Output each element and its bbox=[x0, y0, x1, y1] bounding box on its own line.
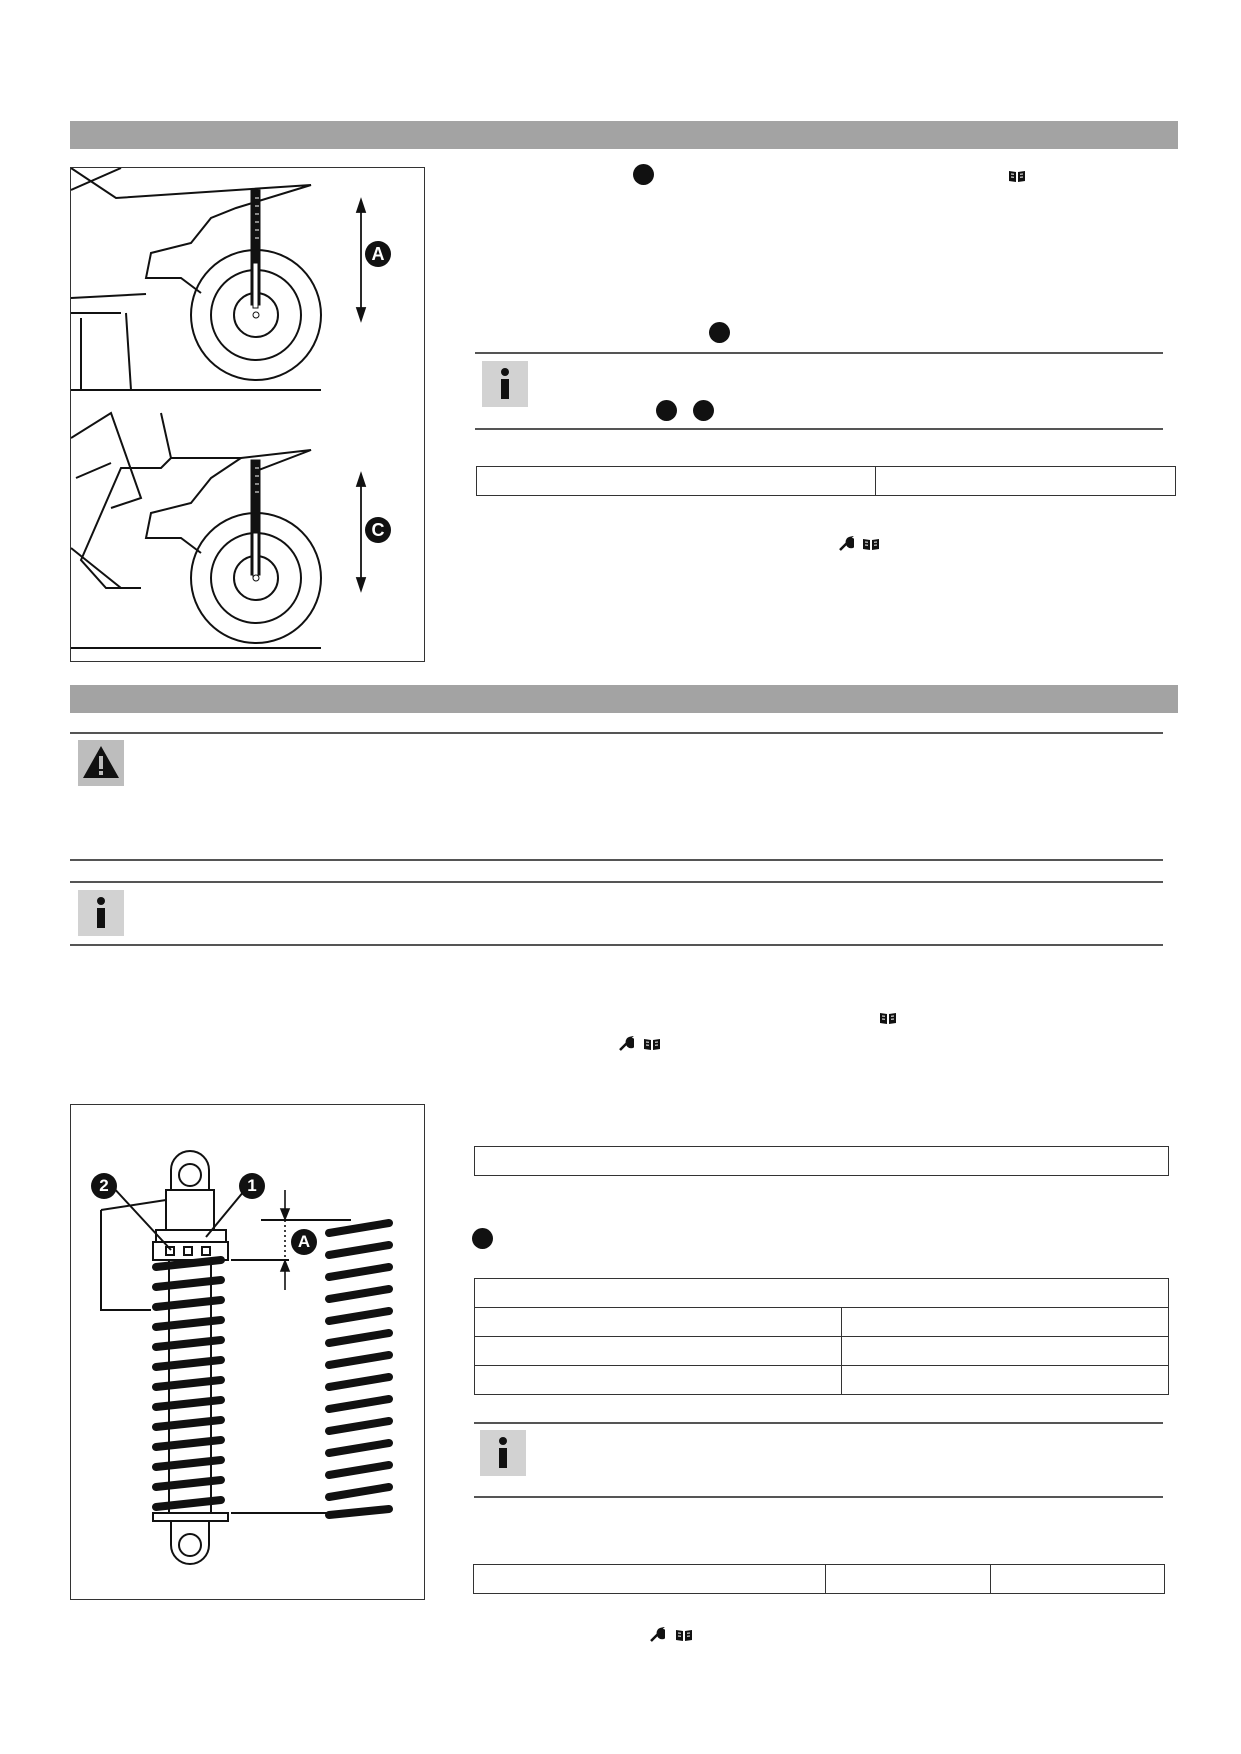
wrench-icon[interactable] bbox=[618, 1036, 634, 1052]
table-row bbox=[474, 1365, 1169, 1395]
manual-book-icon[interactable] bbox=[675, 1629, 693, 1642]
shock-absorber-illustration bbox=[100, 1150, 393, 1565]
table-cell bbox=[841, 1336, 1169, 1366]
spec-table-spring-preload bbox=[474, 1278, 1169, 1395]
info-icon bbox=[482, 361, 528, 407]
table-cell bbox=[841, 1365, 1169, 1395]
warning-divider-bottom bbox=[70, 859, 1163, 861]
table-header-cell bbox=[474, 1278, 1169, 1308]
manual-book-icon[interactable] bbox=[643, 1038, 661, 1051]
step-bullet-icon bbox=[472, 1228, 493, 1249]
callout-2: 2 bbox=[91, 1173, 117, 1199]
figure-shock-spring-preload: 1 2 A bbox=[70, 1104, 425, 1600]
table-row bbox=[474, 1336, 1169, 1366]
table-cell bbox=[474, 1336, 842, 1366]
note-divider-top bbox=[70, 881, 1163, 883]
table-cell bbox=[875, 466, 1176, 496]
info-icon bbox=[480, 1430, 526, 1476]
spec-table-spring-length bbox=[474, 1146, 1169, 1176]
manual-book-icon[interactable] bbox=[879, 1012, 897, 1025]
step-bullet-icon bbox=[693, 400, 714, 421]
table-row bbox=[473, 1564, 1165, 1594]
table-cell bbox=[990, 1564, 1165, 1594]
note-divider-top bbox=[474, 1422, 1163, 1424]
wrench-icon[interactable] bbox=[838, 536, 854, 552]
section-header-bar-rider-sag bbox=[70, 121, 1178, 149]
table-row bbox=[474, 1146, 1169, 1176]
table-cell bbox=[474, 1365, 842, 1395]
table-cell bbox=[476, 466, 876, 496]
figure-rear-sag-measurement: A C bbox=[70, 167, 425, 662]
table-row bbox=[474, 1278, 1169, 1308]
manual-book-icon[interactable] bbox=[862, 538, 880, 551]
motorcycle-sag-illustration bbox=[71, 168, 367, 649]
table-row bbox=[474, 1307, 1169, 1337]
note-divider-bottom bbox=[475, 428, 1163, 430]
label-dimension-a: A bbox=[291, 1229, 317, 1255]
step-bullet-icon bbox=[633, 164, 654, 185]
spec-table-spring-rate bbox=[473, 1564, 1165, 1594]
note-divider-bottom bbox=[474, 1496, 1163, 1498]
step-bullet-icon bbox=[656, 400, 677, 421]
table-cell bbox=[473, 1564, 826, 1594]
note-divider-bottom bbox=[70, 944, 1163, 946]
info-icon bbox=[78, 890, 124, 936]
table-row bbox=[476, 466, 1176, 496]
section-header-bar-spring-preload bbox=[70, 685, 1178, 713]
wrench-icon[interactable] bbox=[649, 1627, 665, 1643]
warning-divider-top bbox=[70, 732, 1163, 734]
manual-book-icon[interactable] bbox=[1008, 170, 1026, 183]
table-cell bbox=[841, 1307, 1169, 1337]
warning-icon bbox=[78, 740, 124, 786]
table-cell bbox=[474, 1146, 1169, 1176]
callout-1: 1 bbox=[239, 1173, 265, 1199]
spec-table-sag bbox=[476, 466, 1176, 496]
step-bullet-icon bbox=[709, 322, 730, 343]
label-dimension-a: A bbox=[365, 241, 391, 267]
note-divider-top bbox=[475, 352, 1163, 354]
table-cell bbox=[825, 1564, 991, 1594]
table-cell bbox=[474, 1307, 842, 1337]
label-dimension-c: C bbox=[365, 517, 391, 543]
